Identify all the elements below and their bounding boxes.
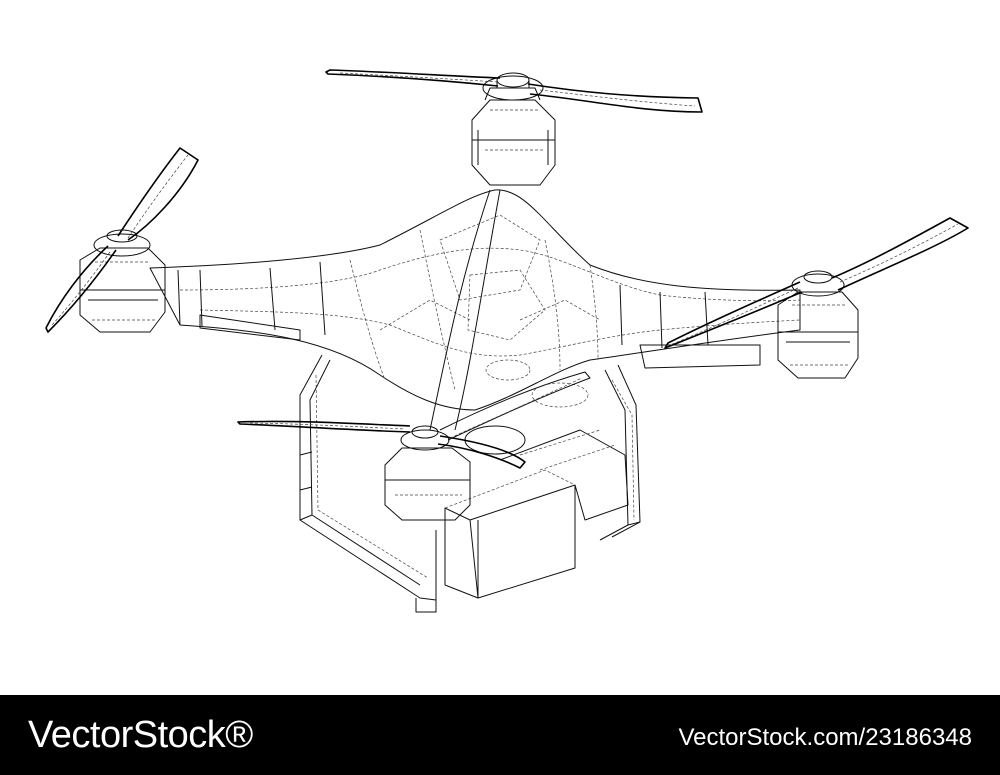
gimbal-camera	[444, 359, 629, 599]
propeller-right	[664, 217, 969, 349]
brand-logo-text: VectorStock®	[28, 714, 253, 756]
propeller-left	[45, 147, 199, 333]
motor-rear	[471, 72, 556, 186]
motor-right	[777, 270, 859, 379]
stock-image-id: VectorStock.com/23186348	[678, 724, 972, 751]
motor-front	[384, 425, 471, 521]
drone-body	[149, 189, 801, 431]
drone-wireframe-illustration	[45, 69, 969, 613]
landing-gear-left	[299, 354, 437, 613]
motor-left	[79, 229, 166, 333]
stock-footer-bar: VectorStock® VectorStock.com/23186348	[0, 695, 1000, 775]
landing-gear-right	[599, 364, 641, 541]
propeller-rear	[325, 69, 703, 113]
propeller-front	[237, 371, 591, 469]
